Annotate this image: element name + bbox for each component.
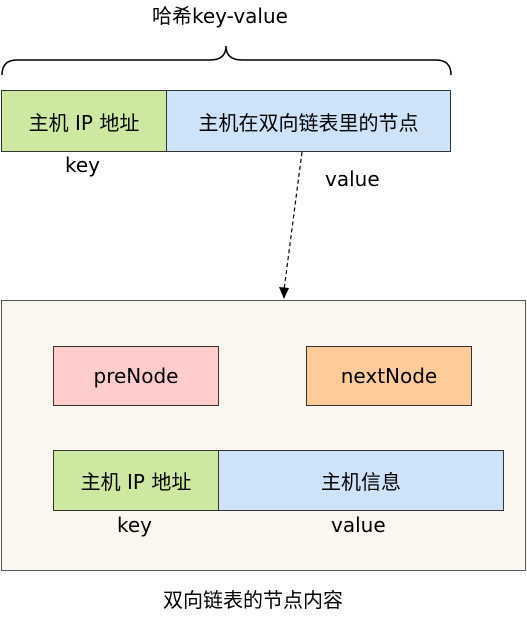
node-key-label: key (117, 513, 153, 537)
node-value-label: value (331, 513, 386, 537)
prenode-text: preNode (93, 364, 179, 388)
node-key-text: 主机 IP 地址 (80, 470, 192, 494)
node-value-text: 主机信息 (321, 470, 401, 494)
pointer-arrow-line (283, 151, 303, 291)
hash-value-label: value (325, 167, 380, 191)
node-key-cell: 主机 IP 地址 (53, 450, 219, 511)
prenode-box: preNode (53, 346, 219, 406)
brace-icon (1, 45, 452, 76)
node-container (1, 300, 526, 571)
hash-title: 哈希key-value (152, 4, 288, 28)
hash-value-text: 主机在双向链表里的节点 (198, 110, 419, 135)
node-caption: 双向链表的节点内容 (163, 588, 343, 612)
nextnode-box: nextNode (306, 346, 472, 406)
hash-key-text: 主机 IP 地址 (28, 110, 140, 135)
node-value-cell: 主机信息 (218, 450, 504, 511)
hash-key-label: key (65, 153, 101, 177)
hash-value-cell: 主机在双向链表里的节点 (166, 90, 451, 152)
arrowhead-icon (279, 287, 289, 299)
nextnode-text: nextNode (340, 364, 438, 388)
hash-key-cell: 主机 IP 地址 (1, 90, 167, 152)
